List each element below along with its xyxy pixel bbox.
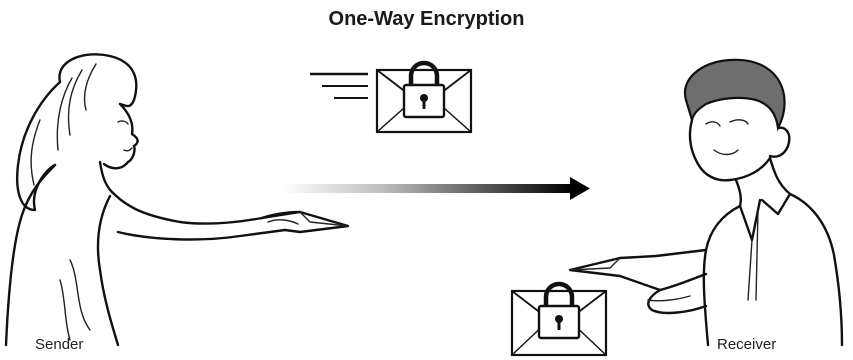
receiver-label: Receiver [717, 336, 777, 353]
diagram-title: One-Way Encryption [328, 8, 525, 30]
right-arrow-icon [282, 177, 590, 200]
locked-envelope-icon [510, 281, 608, 357]
motion-lines-icon [310, 72, 368, 99]
locked-envelope-icon [375, 60, 473, 134]
receiver-figure [568, 58, 844, 347]
sender-label: Sender [35, 336, 84, 353]
sender-figure [4, 53, 350, 347]
